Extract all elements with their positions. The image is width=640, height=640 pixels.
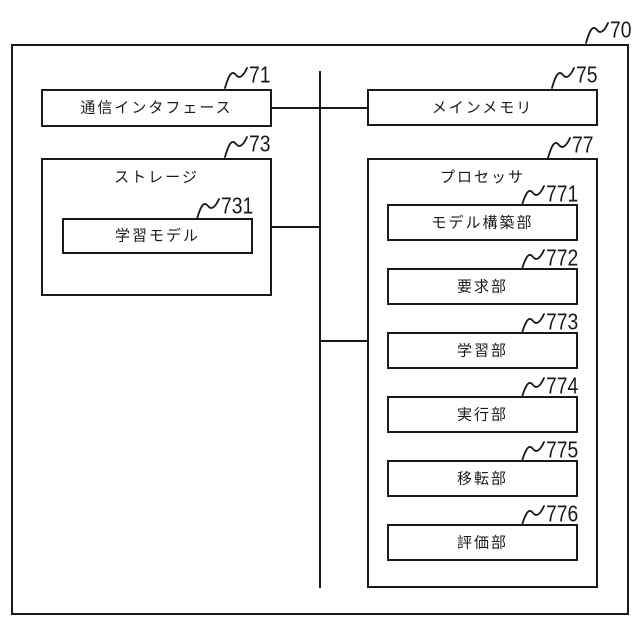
ref-number-71: 71	[249, 62, 271, 88]
ref-label-776: 776	[521, 501, 581, 527]
ref-label-731: 731	[196, 193, 256, 220]
ref-label-70: 70	[585, 17, 633, 44]
system-bus-line	[319, 71, 321, 588]
storage-label: ストレージ	[114, 169, 199, 186]
ref-number-771: 771	[546, 181, 579, 207]
transfer-unit-label: 移転部	[456, 470, 508, 488]
main-memory-label: メインメモリ	[431, 99, 534, 117]
ref-number-73: 73	[249, 131, 271, 157]
communication-interface-label: 通信インタフェース	[80, 99, 233, 117]
block-evaluation-unit: 評価部	[387, 524, 578, 561]
ref-label-73: 73	[224, 131, 272, 158]
block-transfer-unit: 移転部	[387, 460, 578, 497]
reference-leader-icon	[547, 137, 571, 159]
reference-leader-icon	[521, 441, 545, 462]
block-learning-model: 学習モデル	[62, 218, 253, 254]
ref-number-772: 772	[546, 245, 579, 271]
block-model-construction-unit: モデル構築部	[387, 204, 578, 241]
evaluation-unit-label: 評価部	[456, 534, 508, 552]
model-construction-unit-label: モデル構築部	[431, 214, 534, 232]
ref-number-775: 775	[546, 437, 579, 463]
block-communication-interface: 通信インタフェース	[41, 89, 272, 127]
reference-leader-icon	[521, 185, 545, 206]
ref-number-776: 776	[546, 501, 579, 527]
connector-comm-memory	[271, 107, 368, 109]
connector-bus-processor	[321, 340, 368, 342]
processor-label: プロセッサ	[439, 169, 525, 186]
reference-leader-icon	[521, 249, 545, 270]
ref-label-773: 773	[521, 309, 581, 335]
reference-leader-icon	[196, 198, 220, 220]
ref-label-77: 77	[547, 132, 595, 159]
block-main-memory: メインメモリ	[367, 89, 598, 126]
reference-leader-icon	[224, 136, 248, 158]
ref-label-775: 775	[521, 437, 581, 463]
ref-label-772: 772	[521, 245, 581, 271]
ref-label-771: 771	[521, 181, 581, 207]
ref-number-773: 773	[546, 309, 579, 335]
block-request-unit: 要求部	[387, 268, 578, 305]
ref-label-774: 774	[521, 373, 581, 399]
learning-unit-label: 学習部	[456, 342, 508, 360]
connector-storage-bus	[271, 226, 321, 228]
ref-number-731: 731	[221, 193, 254, 219]
learning-model-label: 学習モデル	[114, 227, 200, 245]
block-execution-unit: 実行部	[387, 396, 578, 433]
reference-leader-icon	[585, 22, 609, 44]
reference-leader-icon	[521, 377, 545, 398]
reference-leader-icon	[224, 67, 248, 89]
reference-leader-icon	[521, 313, 545, 334]
execution-unit-label: 実行部	[456, 406, 508, 424]
ref-number-75: 75	[576, 62, 598, 88]
ref-label-71: 71	[224, 62, 272, 89]
ref-number-77: 77	[572, 132, 594, 158]
ref-label-75: 75	[551, 62, 599, 89]
request-unit-label: 要求部	[456, 278, 508, 296]
ref-number-774: 774	[546, 373, 579, 399]
ref-number-70: 70	[610, 17, 632, 43]
system-box-70	[11, 44, 629, 615]
reference-leader-icon	[551, 67, 575, 89]
reference-leader-icon	[521, 505, 545, 526]
block-learning-unit: 学習部	[387, 332, 578, 369]
